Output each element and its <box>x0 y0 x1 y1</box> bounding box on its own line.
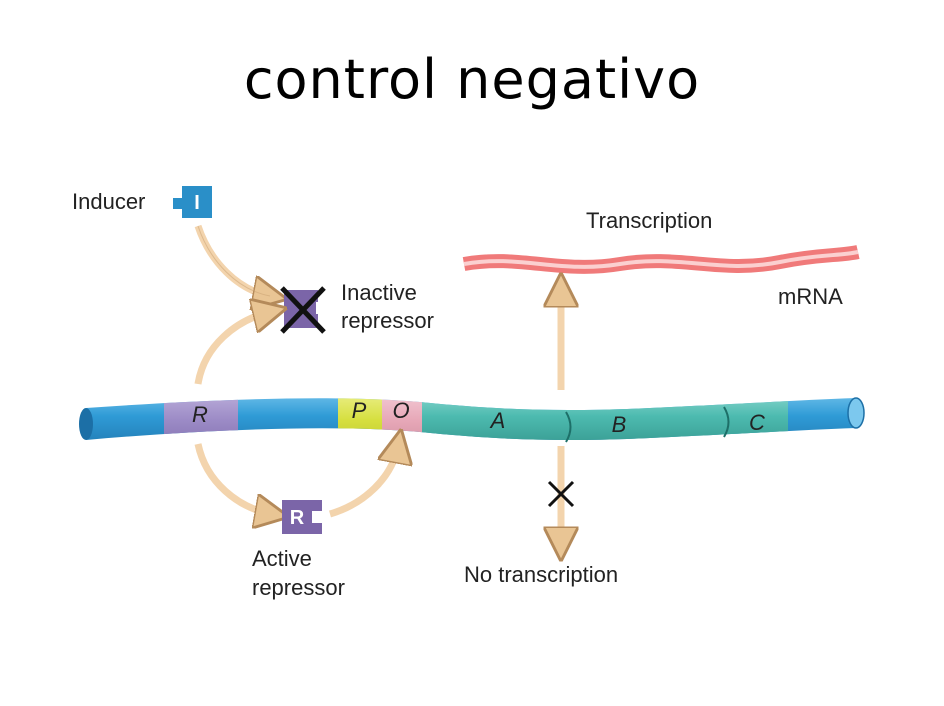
segment-c-label: C <box>749 410 765 435</box>
active-repressor-label-1: Active <box>252 546 312 571</box>
inducer-icon: I <box>173 186 212 218</box>
dna-segment-genes <box>422 398 788 440</box>
transcription-label: Transcription <box>586 208 712 233</box>
mrna-label: mRNA <box>778 284 843 309</box>
r-to-inactive-arrow <box>194 312 270 385</box>
block-x-icon <box>547 480 575 508</box>
segment-r-label: R <box>192 402 208 427</box>
segment-a-label: A <box>489 408 506 433</box>
mrna-strand <box>462 245 860 274</box>
page-title: control negativo <box>243 48 701 111</box>
inactive-repressor-label-2: repressor <box>341 308 434 333</box>
inducer-label: Inducer <box>72 189 145 214</box>
active-repressor-icon: R <box>282 500 322 534</box>
inactive-repressor-label-1: Inactive <box>341 280 417 305</box>
inactive-repressor-icon <box>280 286 326 334</box>
segment-p-label: P <box>352 398 367 423</box>
repressor-box-label: R <box>290 507 305 529</box>
inducer-binding-arrow <box>194 224 270 296</box>
r-to-active-arrow <box>194 443 272 514</box>
inducer-box-label: I <box>194 192 200 214</box>
active-repressor-label-2: repressor <box>252 575 345 600</box>
no-transcription-label: No transcription <box>464 562 618 587</box>
segment-o-label: O <box>392 398 409 423</box>
repressor-to-operator-arrow <box>328 446 398 518</box>
segment-b-label: B <box>612 412 627 437</box>
